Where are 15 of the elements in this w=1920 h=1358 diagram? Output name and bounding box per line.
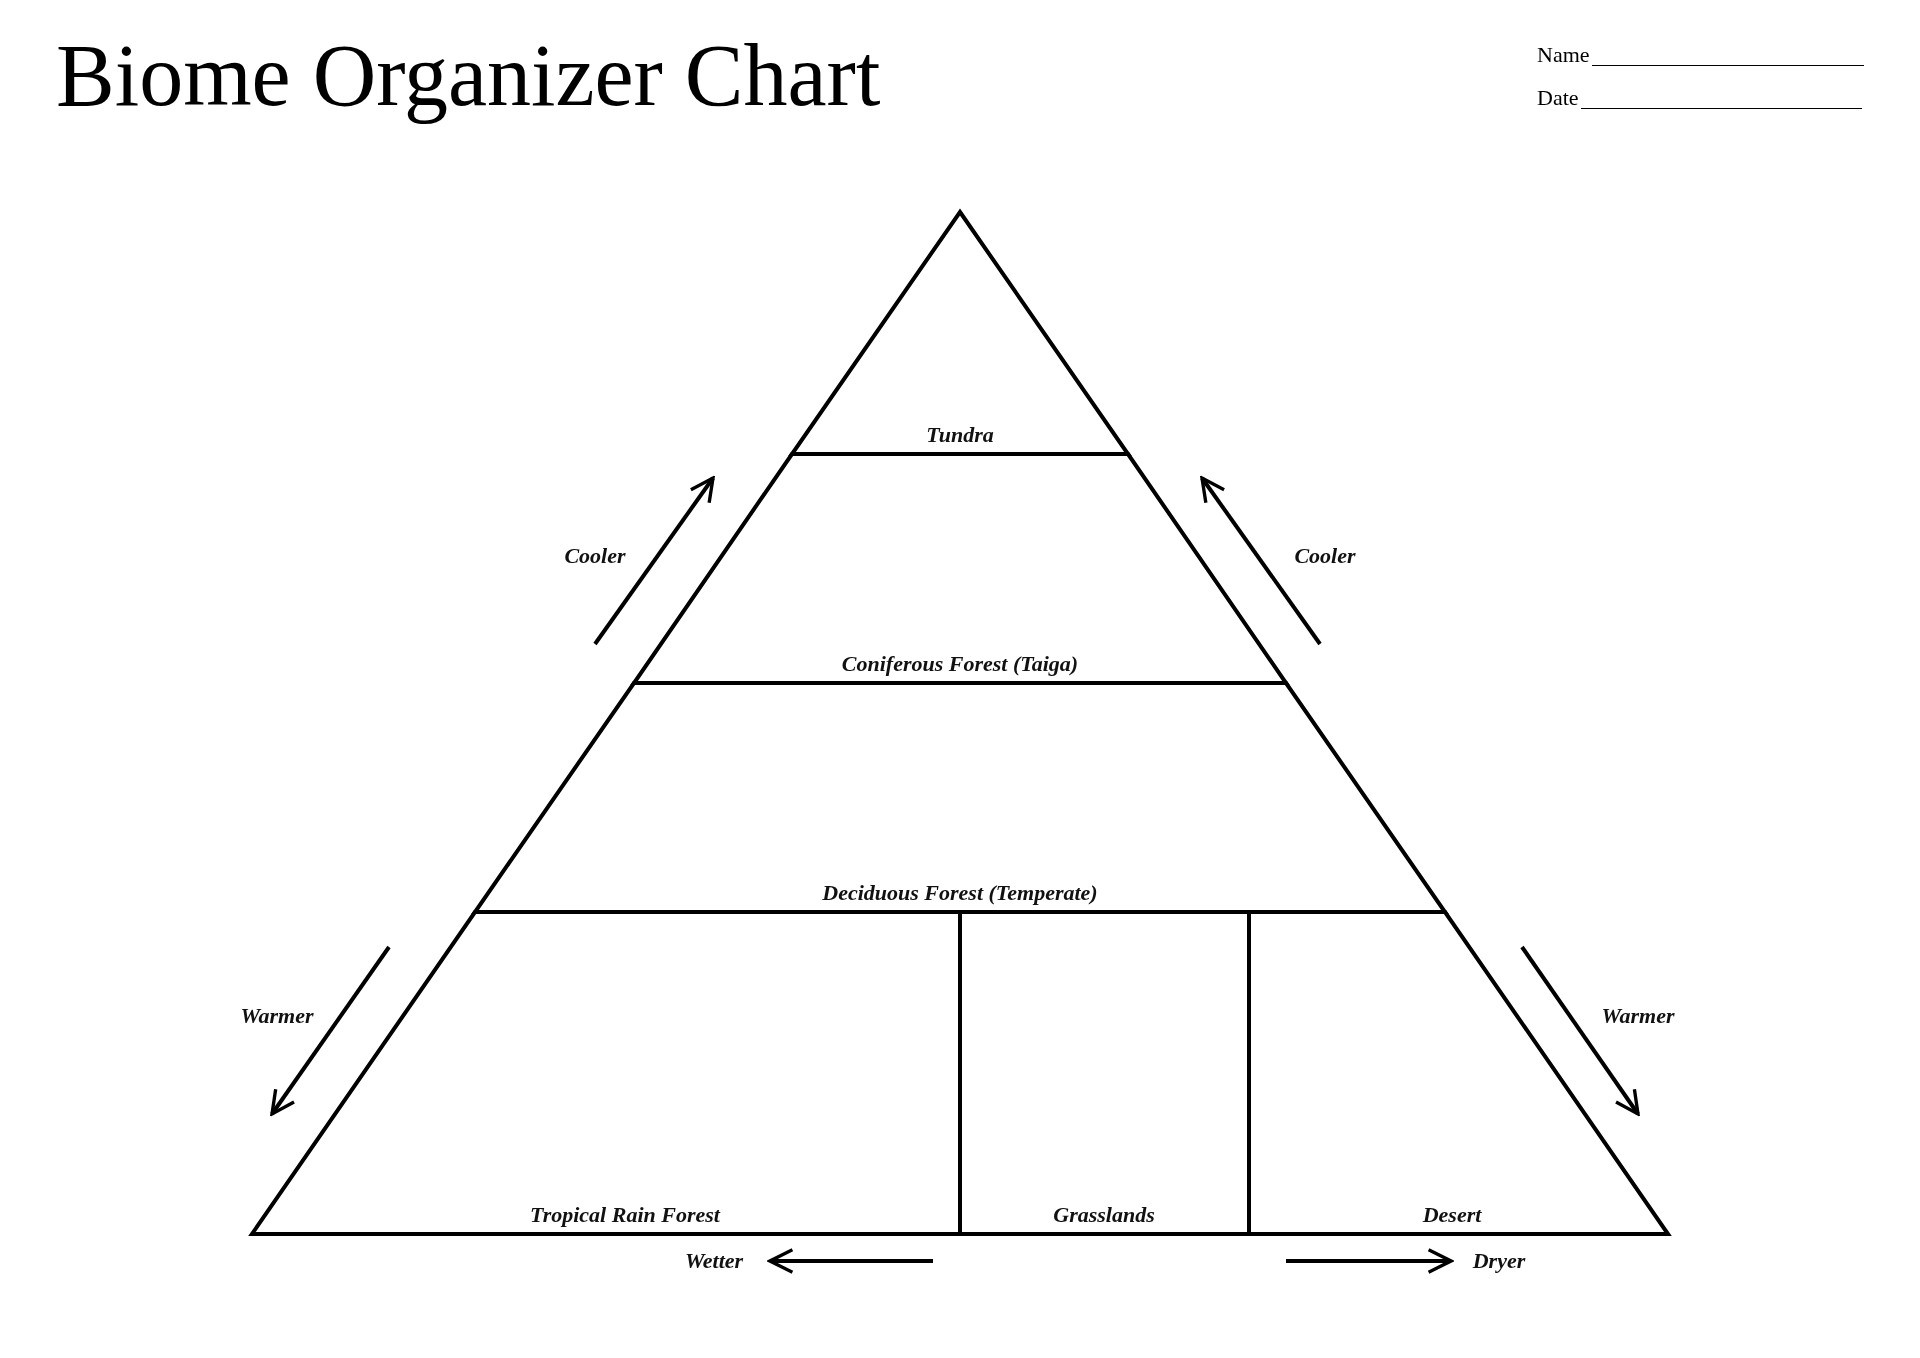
title: Biome Organizer Chart — [56, 28, 881, 125]
field-label: Name — [1537, 44, 1590, 66]
direction-label: Cooler — [564, 543, 626, 569]
direction-label: Cooler — [1294, 543, 1356, 569]
direction-label: Warmer — [1601, 1003, 1675, 1029]
section-label: Deciduous Forest (Temperate) — [822, 880, 1098, 906]
section-label: Coniferous Forest (Taiga) — [841, 651, 1079, 677]
section-label: Tundra — [926, 422, 994, 448]
direction-label: Wetter — [684, 1248, 744, 1274]
section-label: Grasslands — [1053, 1202, 1155, 1228]
section-label: Desert — [1422, 1202, 1482, 1228]
direction-label: Warmer — [240, 1003, 314, 1029]
section-label: Tropical Rain Forest — [530, 1202, 720, 1228]
direction-label: Dryer — [1472, 1248, 1526, 1274]
field-label: Date — [1537, 87, 1579, 109]
